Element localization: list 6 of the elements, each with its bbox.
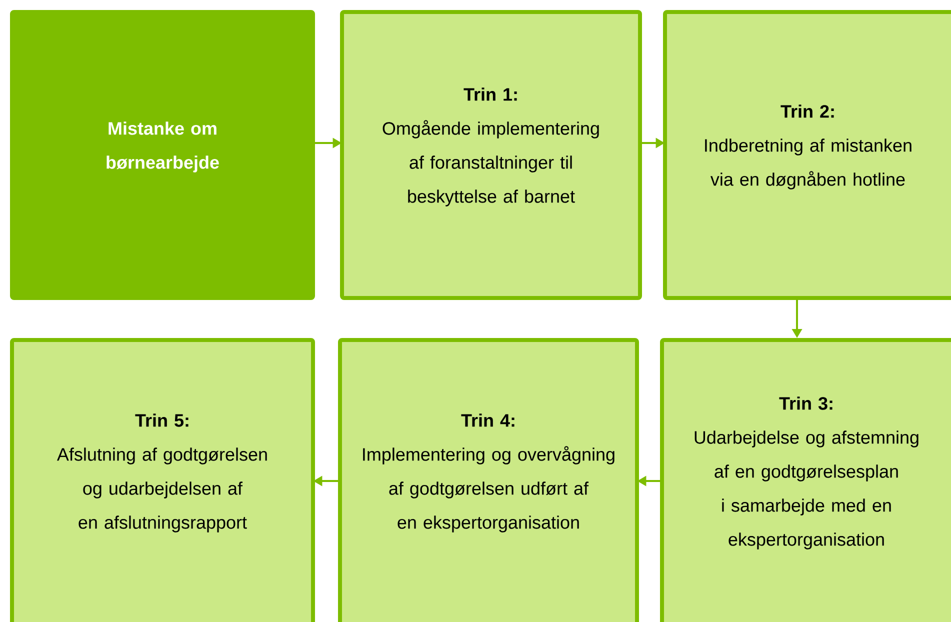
process-box: Trin 2: Indberetning af mistanken via en døgnåben hotline	[663, 10, 951, 300]
process-box: Trin 3: Udarbejdelse og afstemning af en godtgørelsesplan i samarbejde med en ekspertorganisation	[660, 338, 951, 622]
process-box: Mistanke om børnearbejde	[10, 10, 315, 300]
process-box: Trin 1: Omgående implementering af foranstaltninger til beskyttelse af barnet	[340, 10, 642, 300]
process-box: Trin 4: Implementering og overvågning af godtgørelsen udført af en ekspertorganisation	[338, 338, 639, 622]
process-box: Trin 5: Afslutning af godtgørelsen og udarbejdelsen af en afslutningsrapport	[10, 338, 315, 622]
